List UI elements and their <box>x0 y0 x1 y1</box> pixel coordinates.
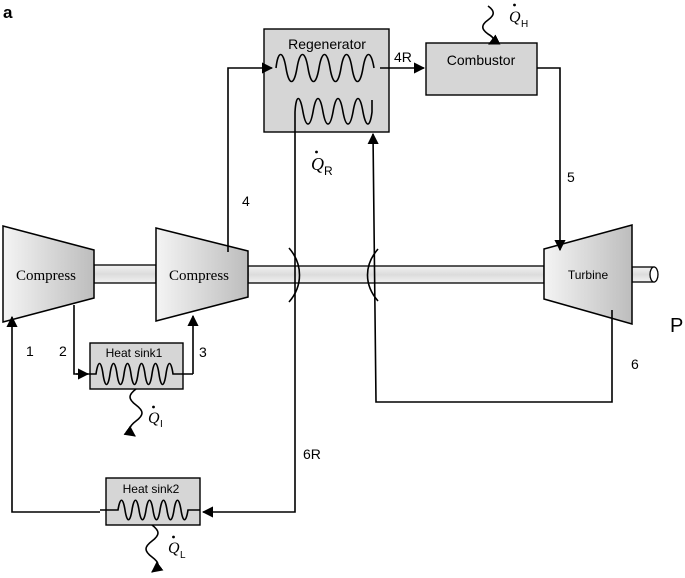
turbine-label: Turbine <box>568 268 609 282</box>
qi-symbol: Q <box>148 410 160 427</box>
ql-label: Q L <box>168 535 186 561</box>
flow-lines <box>6 62 613 518</box>
combustor: Combustor <box>425 42 538 96</box>
state-labels: 1 2 3 4 4R 5 6 6R <box>26 49 639 462</box>
qh-wavy-arrow <box>481 5 501 45</box>
state-2-label: 2 <box>59 343 67 359</box>
qi-wavy-arrow <box>123 388 143 437</box>
compressor-1-label: Compress <box>16 268 76 284</box>
heat-sink-2: Heat sink2 <box>100 477 201 526</box>
ql-symbol: Q <box>168 540 180 557</box>
figure-label: a <box>3 3 13 22</box>
state-4-label: 4 <box>242 193 250 209</box>
heat-sink-2-coil <box>100 499 200 521</box>
state-1-label: 1 <box>26 343 34 359</box>
combustor-label: Combustor <box>447 52 516 68</box>
heat-sink-2-label: Heat sink2 <box>123 482 180 496</box>
qr-symbol: Q <box>311 154 324 174</box>
qh-symbol: Q <box>509 9 521 26</box>
turbine: Turbine <box>543 224 633 325</box>
qh-subscript: H <box>521 19 528 30</box>
heat-sink-1-label: Heat sink1 <box>106 346 163 360</box>
qr-label: Q R <box>311 150 333 178</box>
compressor-2: Compress <box>155 227 249 322</box>
state-5-label: 5 <box>567 169 575 185</box>
compressor-1: Compress <box>2 225 95 323</box>
heat-flow-arrows <box>123 5 501 573</box>
heat-sink-1: Heat sink1 <box>76 342 193 390</box>
regenerator: Regenerator <box>263 28 390 133</box>
qi-subscript: I <box>160 419 163 430</box>
compressor-2-label: Compress <box>169 268 229 284</box>
heat-sink-1-coil <box>76 362 193 386</box>
ql-wavy-arrow <box>145 524 164 573</box>
state-3-label: 3 <box>199 344 207 360</box>
qh-label: Q H <box>509 3 528 30</box>
ql-subscript: L <box>180 550 186 561</box>
power-output-label: P <box>670 315 683 337</box>
regenerator-label: Regenerator <box>288 36 366 52</box>
heat-flow-labels: Q H Q R Q I Q L <box>148 3 528 561</box>
state-6-label: 6 <box>631 356 639 372</box>
qi-label: Q I <box>148 405 163 430</box>
qr-subscript: R <box>324 164 333 178</box>
regenerator-lower-coil <box>294 97 373 126</box>
regenerator-upper-coil <box>275 53 375 83</box>
state-4r-label: 4R <box>394 49 412 65</box>
state-6r-label: 6R <box>303 446 321 462</box>
